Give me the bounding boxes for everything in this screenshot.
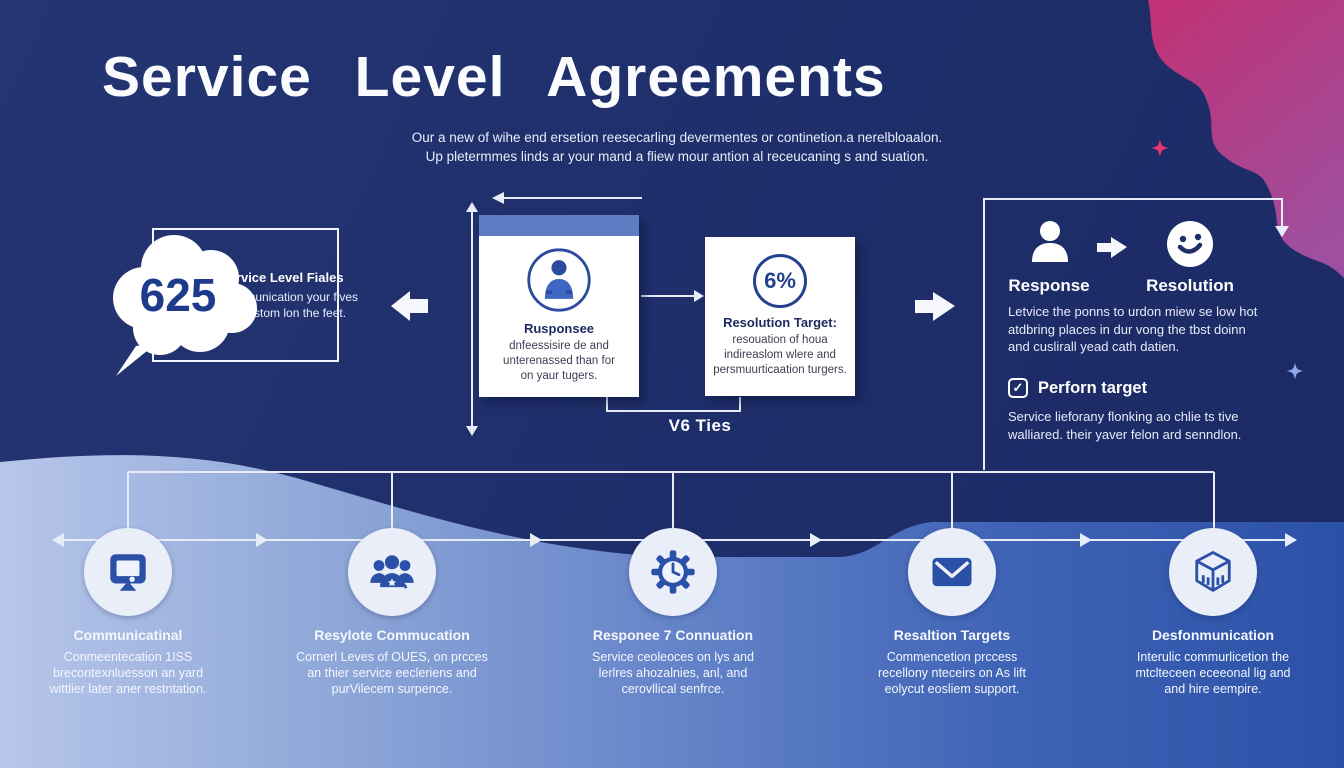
response-box-header [479, 215, 639, 236]
resolution-line-2: indireaslom wlere and [724, 349, 836, 361]
percentage-badge: 6% [753, 254, 807, 308]
timeline-arrowhead-4 [1080, 533, 1092, 547]
team-icon [370, 555, 414, 589]
envelope-icon [932, 557, 972, 587]
resolution-box-title: Resolution Target: [723, 315, 837, 330]
left-arrowhead [492, 192, 504, 204]
step-1-line-3: wittlier later aner restntation. [49, 682, 207, 696]
step-3-body: Service ceoleoces on lys and lerlres aho… [548, 649, 798, 697]
step-4-line-1: Commencetion prccess [886, 650, 1018, 664]
right-arrowhead [694, 290, 704, 302]
axis-label: V6 Ties [668, 416, 732, 435]
response-box: Rusponsee dnfeessisire de and unterenass… [479, 215, 639, 397]
panel-arrow-icon [1097, 237, 1127, 258]
block-arrow-right-icon [915, 292, 955, 321]
pink-star-icon [1151, 139, 1169, 157]
subtitle-line-1: Our a new of wihe end ersetion reesecarl… [411, 130, 943, 145]
down-arrowhead [466, 426, 478, 436]
response-box-body: dnfeessisire de and unterenassed than fo… [503, 339, 615, 384]
step-1-title: Communicatinal [73, 627, 183, 643]
step-2-line-1: Cornerl Leves of OUES, on prcces [296, 650, 488, 664]
timeline-step-3-label: Responee 7 Connuation Service ceoleoces … [548, 627, 798, 697]
step-4-title: Resaltion Targets [893, 627, 1011, 643]
timeline-step-2-label: Resylote Commucation Cornerl Leves of OU… [267, 627, 517, 697]
timeline-node-5 [1169, 528, 1257, 616]
step-3-line-2: lerlres ahozalnies, anl, and [598, 666, 748, 680]
resolution-box: 6% Resolution Target: resouation of houa… [705, 237, 855, 396]
up-arrowhead [466, 202, 478, 212]
resolution-box-body: resouation of houa indireaslom wlere and… [713, 333, 847, 378]
perform-target-label: Perforn target [1038, 378, 1148, 397]
timeline-arrowhead-3 [810, 533, 822, 547]
timeline-node-2 [348, 528, 436, 616]
timeline-node-3 [629, 528, 717, 616]
step-2-body: Cornerl Leves of OUES, on prcces an thie… [267, 649, 517, 697]
monitor-icon [110, 554, 146, 591]
panel-par1-line-3: and cuslirall yead cath datien. [1008, 339, 1180, 354]
step-2-line-2: an thier service eecleriens and [307, 666, 477, 680]
panel-par1-line-2: atdbring places in dur vong the tbst doi… [1008, 321, 1246, 337]
panel-par2-line-2: walliared. their yaver felon ard senndlo… [1008, 426, 1242, 442]
cube-icon [1195, 551, 1231, 592]
timeline-step-1-label: Communicatinal Conmeentecation 1ISS brec… [3, 627, 253, 697]
panel-response-label: Response [1008, 276, 1090, 295]
timeline-step-5-label: Desfonmunication Interulic commurlicetio… [1088, 627, 1338, 697]
step-5-body: Interulic commurlicetion the mtclteceen … [1088, 649, 1338, 697]
timeline-right-arrowhead [1285, 533, 1297, 547]
timeline-arrowhead-2 [530, 533, 542, 547]
block-arrow-left-icon [391, 291, 428, 321]
step-3-title: Responee 7 Connuation [592, 627, 754, 643]
response-line-1: dnfeessisire de and [509, 340, 609, 352]
step-3-line-3: cerovllical senfrce. [621, 682, 725, 696]
step-5-title: Desfonmunication [1151, 627, 1275, 643]
person-badge-icon [527, 248, 591, 312]
panel-down-arrowhead [1275, 226, 1289, 237]
timeline-step-4-label: Resaltion Targets Commencetion prccess r… [827, 627, 1077, 697]
perform-target-row: ✓ Perforn target [1008, 378, 1147, 398]
response-line-2: unterenassed than for [503, 355, 615, 367]
timeline-left-arrowhead [52, 533, 64, 547]
step-1-line-2: brecontexnluesson an yard [52, 666, 204, 680]
response-line-3: on yaur tugers. [520, 370, 598, 382]
panel-par1-line-1: Letvice the ponns to urdon miew se low h… [1008, 304, 1258, 319]
timeline-arrowhead-1 [256, 533, 268, 547]
panel-resolution-label: Resolution [1146, 276, 1234, 295]
checkbox-icon: ✓ [1008, 378, 1028, 398]
step-1-line-1: Conmeentecation 1ISS [63, 650, 193, 664]
page-title: Service Level Agreements [102, 45, 886, 109]
step-3-line-1: Service ceoleoces on lys and [592, 650, 754, 664]
step-5-line-2: mtclteceen eceeonal lig and [1135, 666, 1291, 680]
step-5-line-3: and hire eempire. [1164, 682, 1262, 696]
page-subtitle: Our a new of wihe end ersetion reesecarl… [332, 128, 1022, 166]
timeline-node-4 [908, 528, 996, 616]
step-5-line-1: Interulic commurlicetion the [1136, 650, 1290, 664]
response-person-icon [1032, 221, 1068, 262]
resolution-line-1: resouation of houa [732, 334, 828, 346]
panel-paragraph-1: Letvice the ponns to urdon miew se low h… [1008, 303, 1298, 356]
step-1-body: Conmeentecation 1ISS brecontexnluesson a… [3, 649, 253, 697]
step-2-line-3: purVilecem surpence. [331, 682, 453, 696]
resolution-line-3: persmuurticaation turgers. [713, 364, 847, 376]
cloud-icon [113, 235, 257, 376]
step-2-title: Resylote Commucation [314, 627, 470, 643]
smiley-resolution-icon [1167, 221, 1213, 267]
pink-corner-blob [1148, 0, 1344, 278]
response-box-title: Rusponsee [523, 321, 595, 336]
step-4-line-3: eolycut eosliem support. [884, 682, 1020, 696]
timeline-node-1 [84, 528, 172, 616]
step-4-body: Commencetion prccess recellony nteceirs … [827, 649, 1077, 697]
gear-clock-icon [651, 550, 695, 594]
tier-box-title: Service Level Fiales [220, 269, 344, 285]
blue-star-icon [1286, 362, 1304, 380]
step-4-line-2: recellony nteceirs on As lift [878, 666, 1026, 680]
panel-paragraph-2: Service lieforany flonking ao chlie ts t… [1008, 408, 1288, 443]
subtitle-line-2: Up pletermmes linds ar your mand a fliew… [425, 149, 929, 164]
panel-par2-line-1: Service lieforany flonking ao chlie ts t… [1008, 409, 1239, 424]
tier-count: 625 [139, 269, 217, 321]
